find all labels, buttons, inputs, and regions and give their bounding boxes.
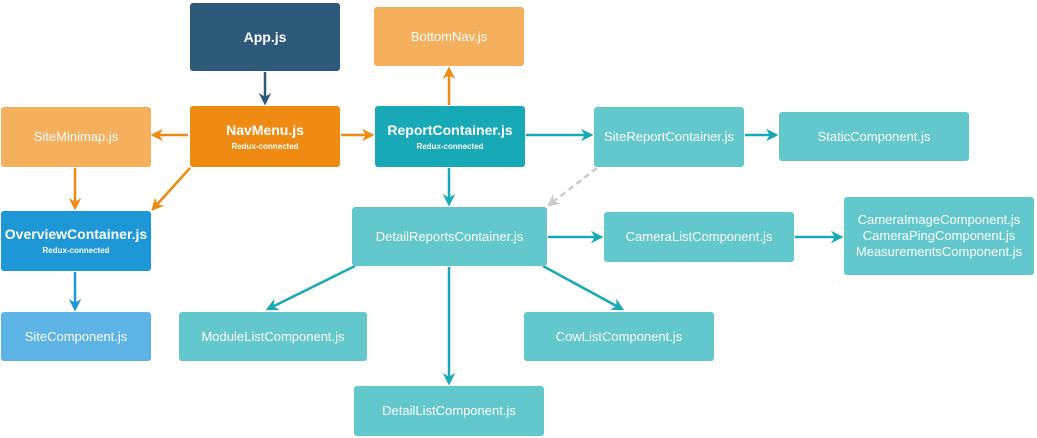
node-camera-group-line-2: CameraPingComponent.js xyxy=(862,228,1016,243)
node-app: App.js xyxy=(190,3,340,71)
node-bottom-nav: BottomNav.js xyxy=(374,7,524,66)
node-site-minimap-label: SiteMinimap.js xyxy=(33,129,119,144)
node-overview-container-sub: Redux-connected xyxy=(42,246,110,255)
node-overview-container: OverviewContainer.js Redux-connected xyxy=(1,211,151,271)
node-bottom-nav-label: BottomNav.js xyxy=(410,28,488,44)
node-app-label: App.js xyxy=(243,29,287,45)
node-report-container-sub: Redux-connected xyxy=(416,141,484,151)
node-camera-list-component: CameraListComponent.js xyxy=(604,212,794,262)
node-detail-reports-container: DetailReportsContainer.js xyxy=(352,207,547,266)
node-overview-container-label: OverviewContainer.js xyxy=(4,226,148,242)
node-nav-menu: NavMenu.js Redux-connected xyxy=(190,106,340,167)
node-cow-list-component-label: CowListComponent.js xyxy=(555,328,683,344)
node-detail-list-component: DetailListComponent.js xyxy=(354,386,544,436)
node-site-report-container: SiteReportContainer.js xyxy=(594,107,744,167)
node-camera-group-line-3: MeasurementsComponent.js xyxy=(855,244,1023,259)
node-site-report-container-label: SiteReportContainer.js xyxy=(603,129,735,144)
node-detail-reports-container-label: DetailReportsContainer.js xyxy=(375,228,524,244)
node-camera-list-component-label: CameraListComponent.js xyxy=(625,229,773,244)
node-nav-menu-sub: Redux-connected xyxy=(231,141,299,151)
edge-detail-reports-container-to-module-list-component xyxy=(265,264,356,311)
node-detail-list-component-label: DetailListComponent.js xyxy=(382,403,516,418)
node-report-container: ReportContainer.js Redux-connected xyxy=(375,106,525,167)
node-nav-menu-label: NavMenu.js xyxy=(226,121,304,138)
node-site-component: SiteComponent.js xyxy=(1,312,151,361)
node-module-list-component-label: ModuleListComponent.js xyxy=(201,328,345,344)
node-site-minimap: SiteMinimap.js xyxy=(1,107,151,167)
node-site-component-label: SiteComponent.js xyxy=(24,328,128,344)
node-camera-group-line-1: CameraImageComponent.js xyxy=(857,212,1021,227)
node-cow-list-component: CowListComponent.js xyxy=(524,312,714,361)
edge-site-report-container-to-detail-reports-container xyxy=(547,167,598,207)
node-static-component: StaticComponent.js xyxy=(779,112,969,161)
node-module-list-component: ModuleListComponent.js xyxy=(179,312,367,361)
edge-nav-menu-to-overview-container xyxy=(151,167,191,211)
node-report-container-label: ReportContainer.js xyxy=(387,121,513,138)
edge-detail-reports-container-to-cow-list-component xyxy=(542,264,625,311)
node-camera-group: CameraImageComponent.js CameraPingCompon… xyxy=(844,197,1034,275)
node-static-component-label: StaticComponent.js xyxy=(817,128,931,144)
